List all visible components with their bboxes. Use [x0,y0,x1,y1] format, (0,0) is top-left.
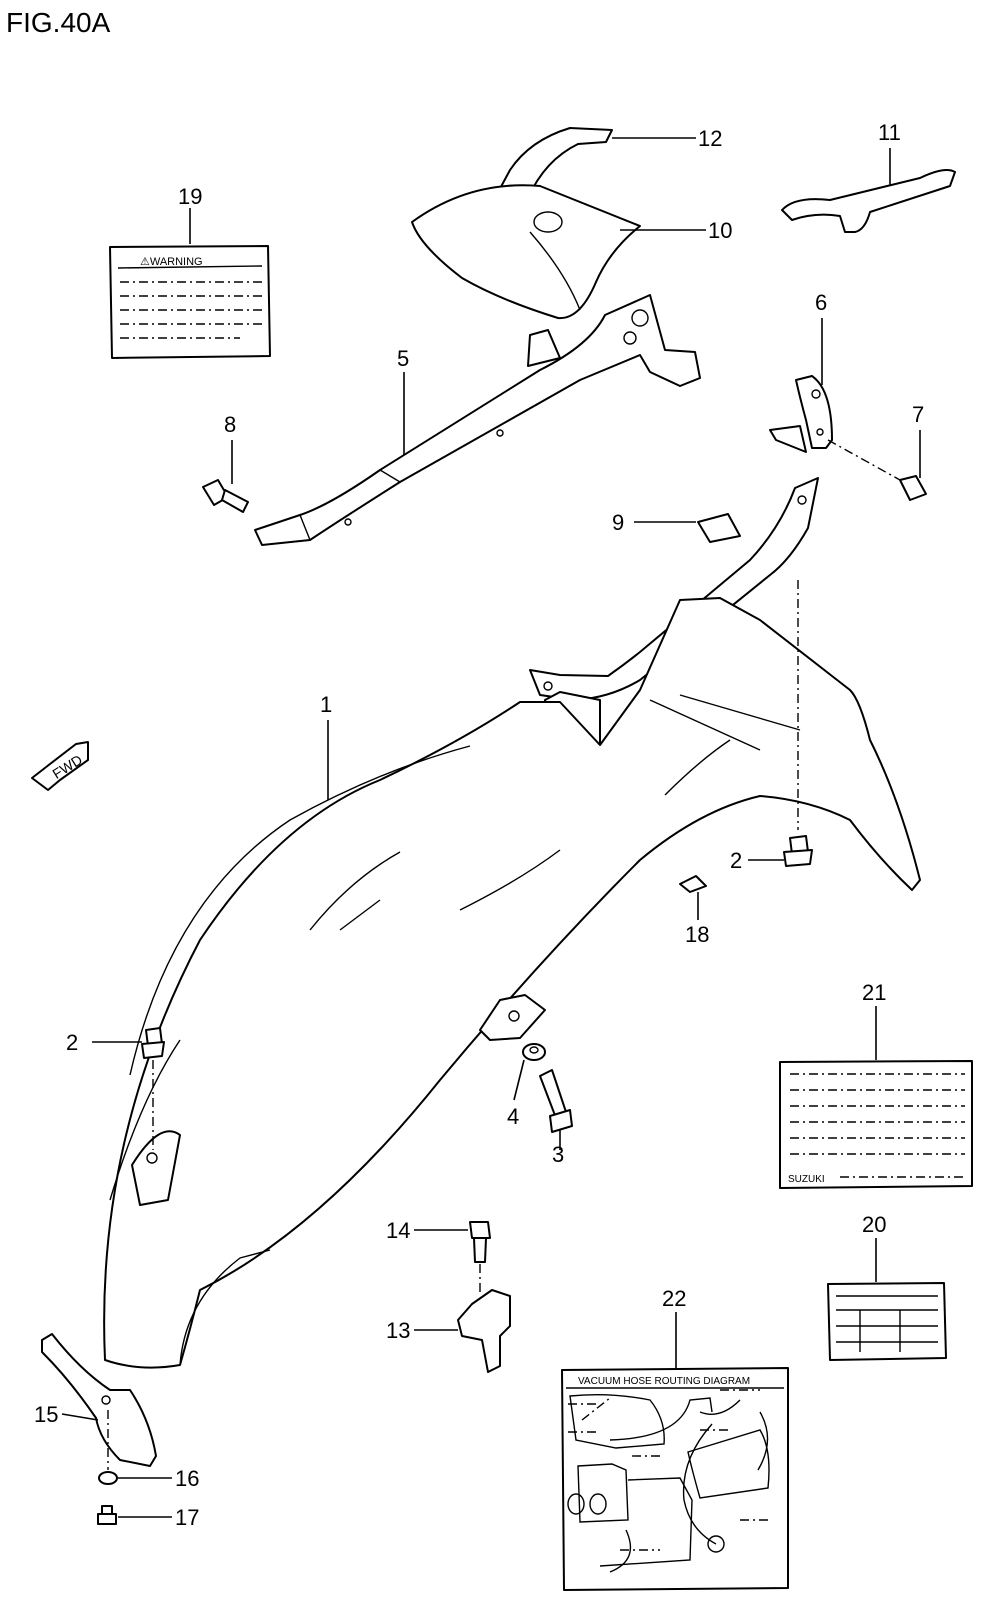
warning-label-heading: ⚠WARNING [140,256,203,268]
part-5-frame-bracket [254,294,701,546]
callout-16: 16 [175,1466,199,1491]
part-20-label [827,1282,947,1361]
part-2-bolt-right [783,835,813,867]
part-3-screw [539,1069,573,1133]
part-18-pad [679,875,707,893]
callout-11: 11 [878,120,901,145]
part-1-rear-fender [103,597,921,1369]
part-7-bolt [899,475,927,501]
part-19-warning-label: ⚠WARNING [109,245,271,359]
callout-1: 1 [320,692,332,717]
part-16-nut [98,1471,118,1485]
callout-3: 3 [552,1142,564,1167]
vacuum-label-heading: VACUUM HOSE ROUTING DIAGRAM [578,1376,750,1387]
callout-15: 15 [34,1402,58,1427]
part-22-vacuum-label: VACUUM HOSE ROUTING DIAGRAM [561,1367,789,1591]
callout-9: 9 [612,510,624,535]
callout-17: 17 [175,1505,199,1530]
callout-20: 20 [862,1212,886,1237]
callout-5: 5 [397,346,409,371]
callout-10: 10 [708,218,732,243]
part-13-clip [457,1289,511,1373]
part-6-rear-bracket [769,375,833,453]
part-2-bolt-left [141,1027,165,1059]
callout-2-right: 2 [730,848,742,873]
callout-18: 18 [685,922,709,947]
part-8-bolt [202,479,249,513]
callout-12: 12 [698,126,722,151]
part-17-screw [97,1505,117,1525]
fwd-arrow-icon: FWD [31,741,89,791]
callout-13: 13 [386,1318,410,1343]
part-21-suzuki-label: SUZUKI [779,1060,973,1189]
callout-8: 8 [224,412,236,437]
callout-6: 6 [815,290,827,315]
callout-21: 21 [862,980,886,1005]
suzuki-label-brand: SUZUKI [788,1174,825,1185]
callout-14: 14 [386,1218,410,1243]
part-15-mud-flap [41,1333,157,1467]
part-11-latch [781,169,956,233]
part-4-nut [522,1043,546,1061]
part-10-tray [411,184,641,320]
figure-title: FIG.40A [6,7,111,38]
callout-22: 22 [662,1286,686,1311]
callout-4: 4 [507,1104,519,1129]
callout-7: 7 [912,402,924,427]
callout-2-left: 2 [66,1030,78,1055]
callout-19: 19 [178,184,202,209]
part-14-bolt [469,1221,491,1263]
